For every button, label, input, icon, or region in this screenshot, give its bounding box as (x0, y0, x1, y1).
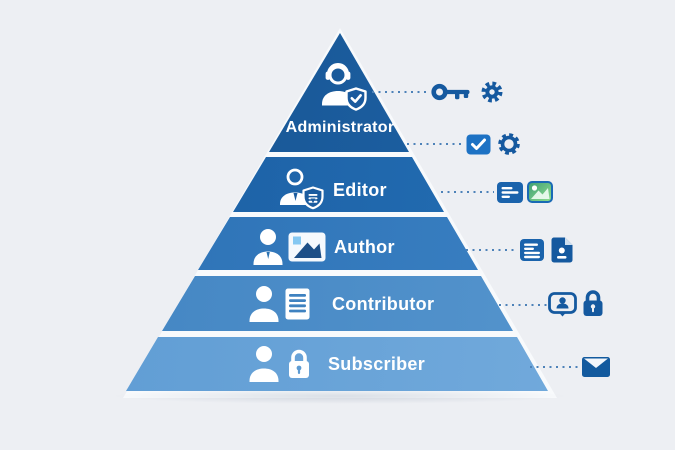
support-agent-icon (322, 63, 367, 111)
checkbox-checked-icon (466, 134, 491, 155)
connector-line-subscriber (530, 366, 580, 368)
level-label-contributor: Contributor (332, 293, 435, 314)
level-content-editor: Editor (277, 167, 387, 213)
pyramid-level-subscriber (126, 337, 548, 391)
pyramid-base-shadow (110, 388, 570, 404)
level-content-author: Author (252, 227, 395, 267)
envelope-icon (582, 357, 610, 377)
level-content-contributor: Contributor (248, 284, 434, 324)
connector-line-administrator-1 (372, 91, 429, 93)
photo-icon (288, 232, 326, 262)
person-icon (253, 229, 283, 265)
level-label-author: Author (334, 236, 395, 257)
photo-green-icon (527, 181, 553, 203)
connector-line-editor (441, 191, 494, 193)
contact-file-icon (551, 237, 573, 263)
level-label-administrator: Administrator (285, 119, 395, 136)
level-label-editor: Editor (333, 179, 387, 200)
gear-outline-icon (498, 133, 520, 155)
pyramid-level-editor (233, 157, 444, 212)
text-card-icon (520, 239, 544, 261)
pyramid-level-author (198, 217, 478, 270)
padlock-icon (583, 290, 603, 316)
connector-line-contributor (499, 304, 549, 306)
person-card-icon (548, 292, 577, 317)
person-shield-document-icon (280, 168, 324, 210)
key-icon (431, 83, 470, 101)
level-label-subscriber: Subscriber (328, 353, 426, 374)
pyramid-level-contributor (162, 276, 513, 331)
document-lines-icon (285, 288, 310, 320)
connector-line-author (466, 249, 518, 251)
person-icon (249, 346, 279, 382)
connector-line-administrator-2 (407, 143, 464, 145)
person-icon (249, 286, 279, 322)
level-content-subscriber: Subscriber (248, 344, 425, 384)
text-card-icon (497, 182, 523, 203)
lock-icon (289, 349, 309, 378)
gear-icon (481, 81, 503, 103)
